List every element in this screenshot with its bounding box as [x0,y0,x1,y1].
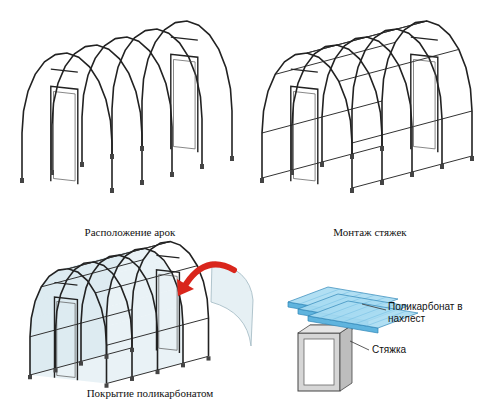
arch [81,255,158,370]
arch-foot [80,162,84,167]
door-frame [156,270,179,353]
arch-foot [320,162,324,167]
arch [132,242,209,357]
arch [142,21,232,156]
arch-foot [130,377,134,381]
arch-foot [28,375,32,379]
arches-figure [20,21,234,193]
arch [112,29,202,164]
arch [292,45,382,180]
arch-foot [110,154,114,159]
arch-foot [380,180,384,185]
red-arrowhead [177,279,194,296]
arch [30,269,107,384]
arch-foot [79,361,83,365]
arch [322,37,412,172]
arch-foot [50,170,54,175]
arch-foot [140,180,144,185]
arch-foot [350,188,354,193]
arch-foot [410,172,414,177]
arch [52,45,142,180]
callout-label: Стяжка [372,344,406,356]
arch-foot [130,348,134,352]
arch-foot [230,156,234,161]
arch [22,53,112,188]
covering-figure [28,242,211,388]
figure-caption: Расположение арок [85,226,176,239]
arch [382,21,472,156]
arch-foot [200,164,204,169]
polycarbonate-cover [30,248,183,383]
leader-line [362,304,386,310]
arch-foot [181,363,185,367]
arch-foot [470,156,474,161]
arch-foot [140,146,144,151]
arch-foot [207,356,211,360]
arch [107,248,184,363]
red-arrow [186,264,234,284]
figure-caption: Покрытие поликарбонатом [87,387,214,400]
figure-caption: Монтаж стяжек [333,226,406,239]
arch-foot [170,172,174,177]
polycarbonate-sheet [211,262,253,346]
arch-foot [260,178,264,183]
ties-figure [260,21,474,193]
leader-line [350,341,369,350]
arch [262,53,352,188]
door-frame [411,54,438,152]
callout-label: Поликарбонат в нахлест [388,301,466,324]
arch-foot [440,164,444,169]
arch-foot [20,178,24,183]
arch-foot [54,368,58,372]
arch-foot [105,355,109,359]
arch [82,37,172,172]
arch-foot [110,188,114,193]
arch-foot [380,146,384,151]
arch [56,262,133,377]
arch-foot [156,370,160,374]
arch-foot [290,170,294,175]
door-frame [171,54,198,152]
arch [352,29,442,164]
arch-foot [350,154,354,159]
